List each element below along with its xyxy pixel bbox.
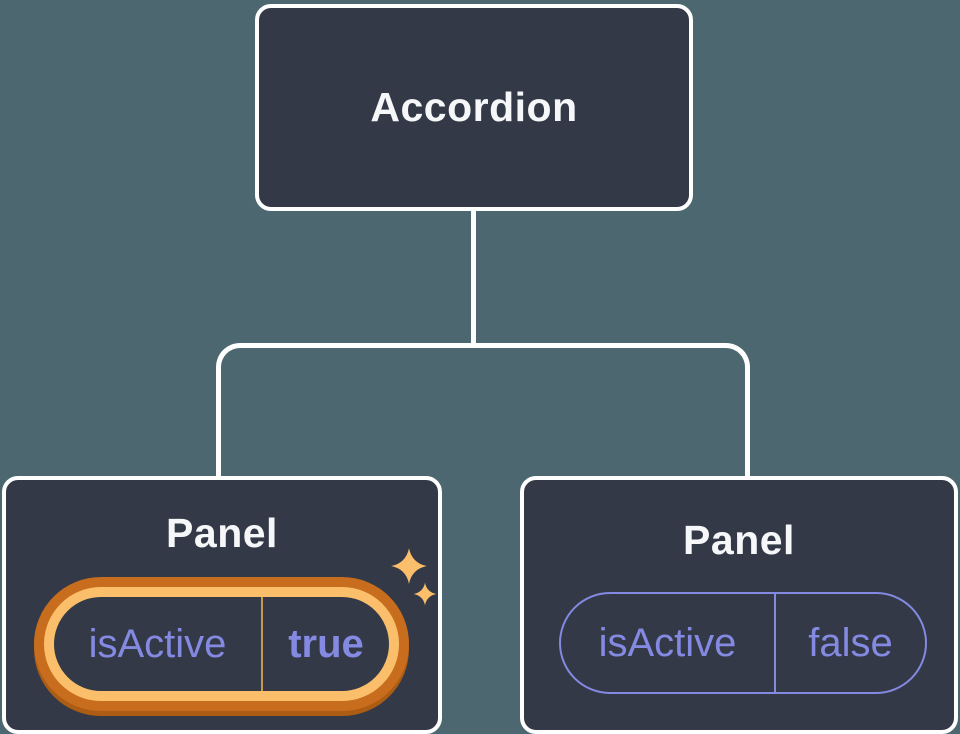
panel-label: Panel <box>166 510 278 556</box>
state-pill-active: isActive true <box>44 587 399 701</box>
state-key: isActive <box>598 621 737 665</box>
node-panel-inactive: Panel isActive false <box>520 476 958 734</box>
state-pill-inactive: isActive false <box>559 592 927 694</box>
panel-label: Panel <box>683 517 795 563</box>
pill-divider <box>774 594 776 692</box>
connector-branches <box>216 343 750 480</box>
state-value: false <box>808 621 893 665</box>
state-key: isActive <box>88 622 227 666</box>
connector-trunk <box>471 209 476 346</box>
pill-divider <box>261 597 263 691</box>
accordion-label: Accordion <box>370 84 578 130</box>
state-value: true <box>288 622 364 666</box>
sparkle-icon <box>390 547 428 585</box>
node-panel-active: Panel isActive true <box>2 476 442 734</box>
node-accordion: Accordion <box>255 4 693 211</box>
sparkle-icon <box>413 582 437 606</box>
